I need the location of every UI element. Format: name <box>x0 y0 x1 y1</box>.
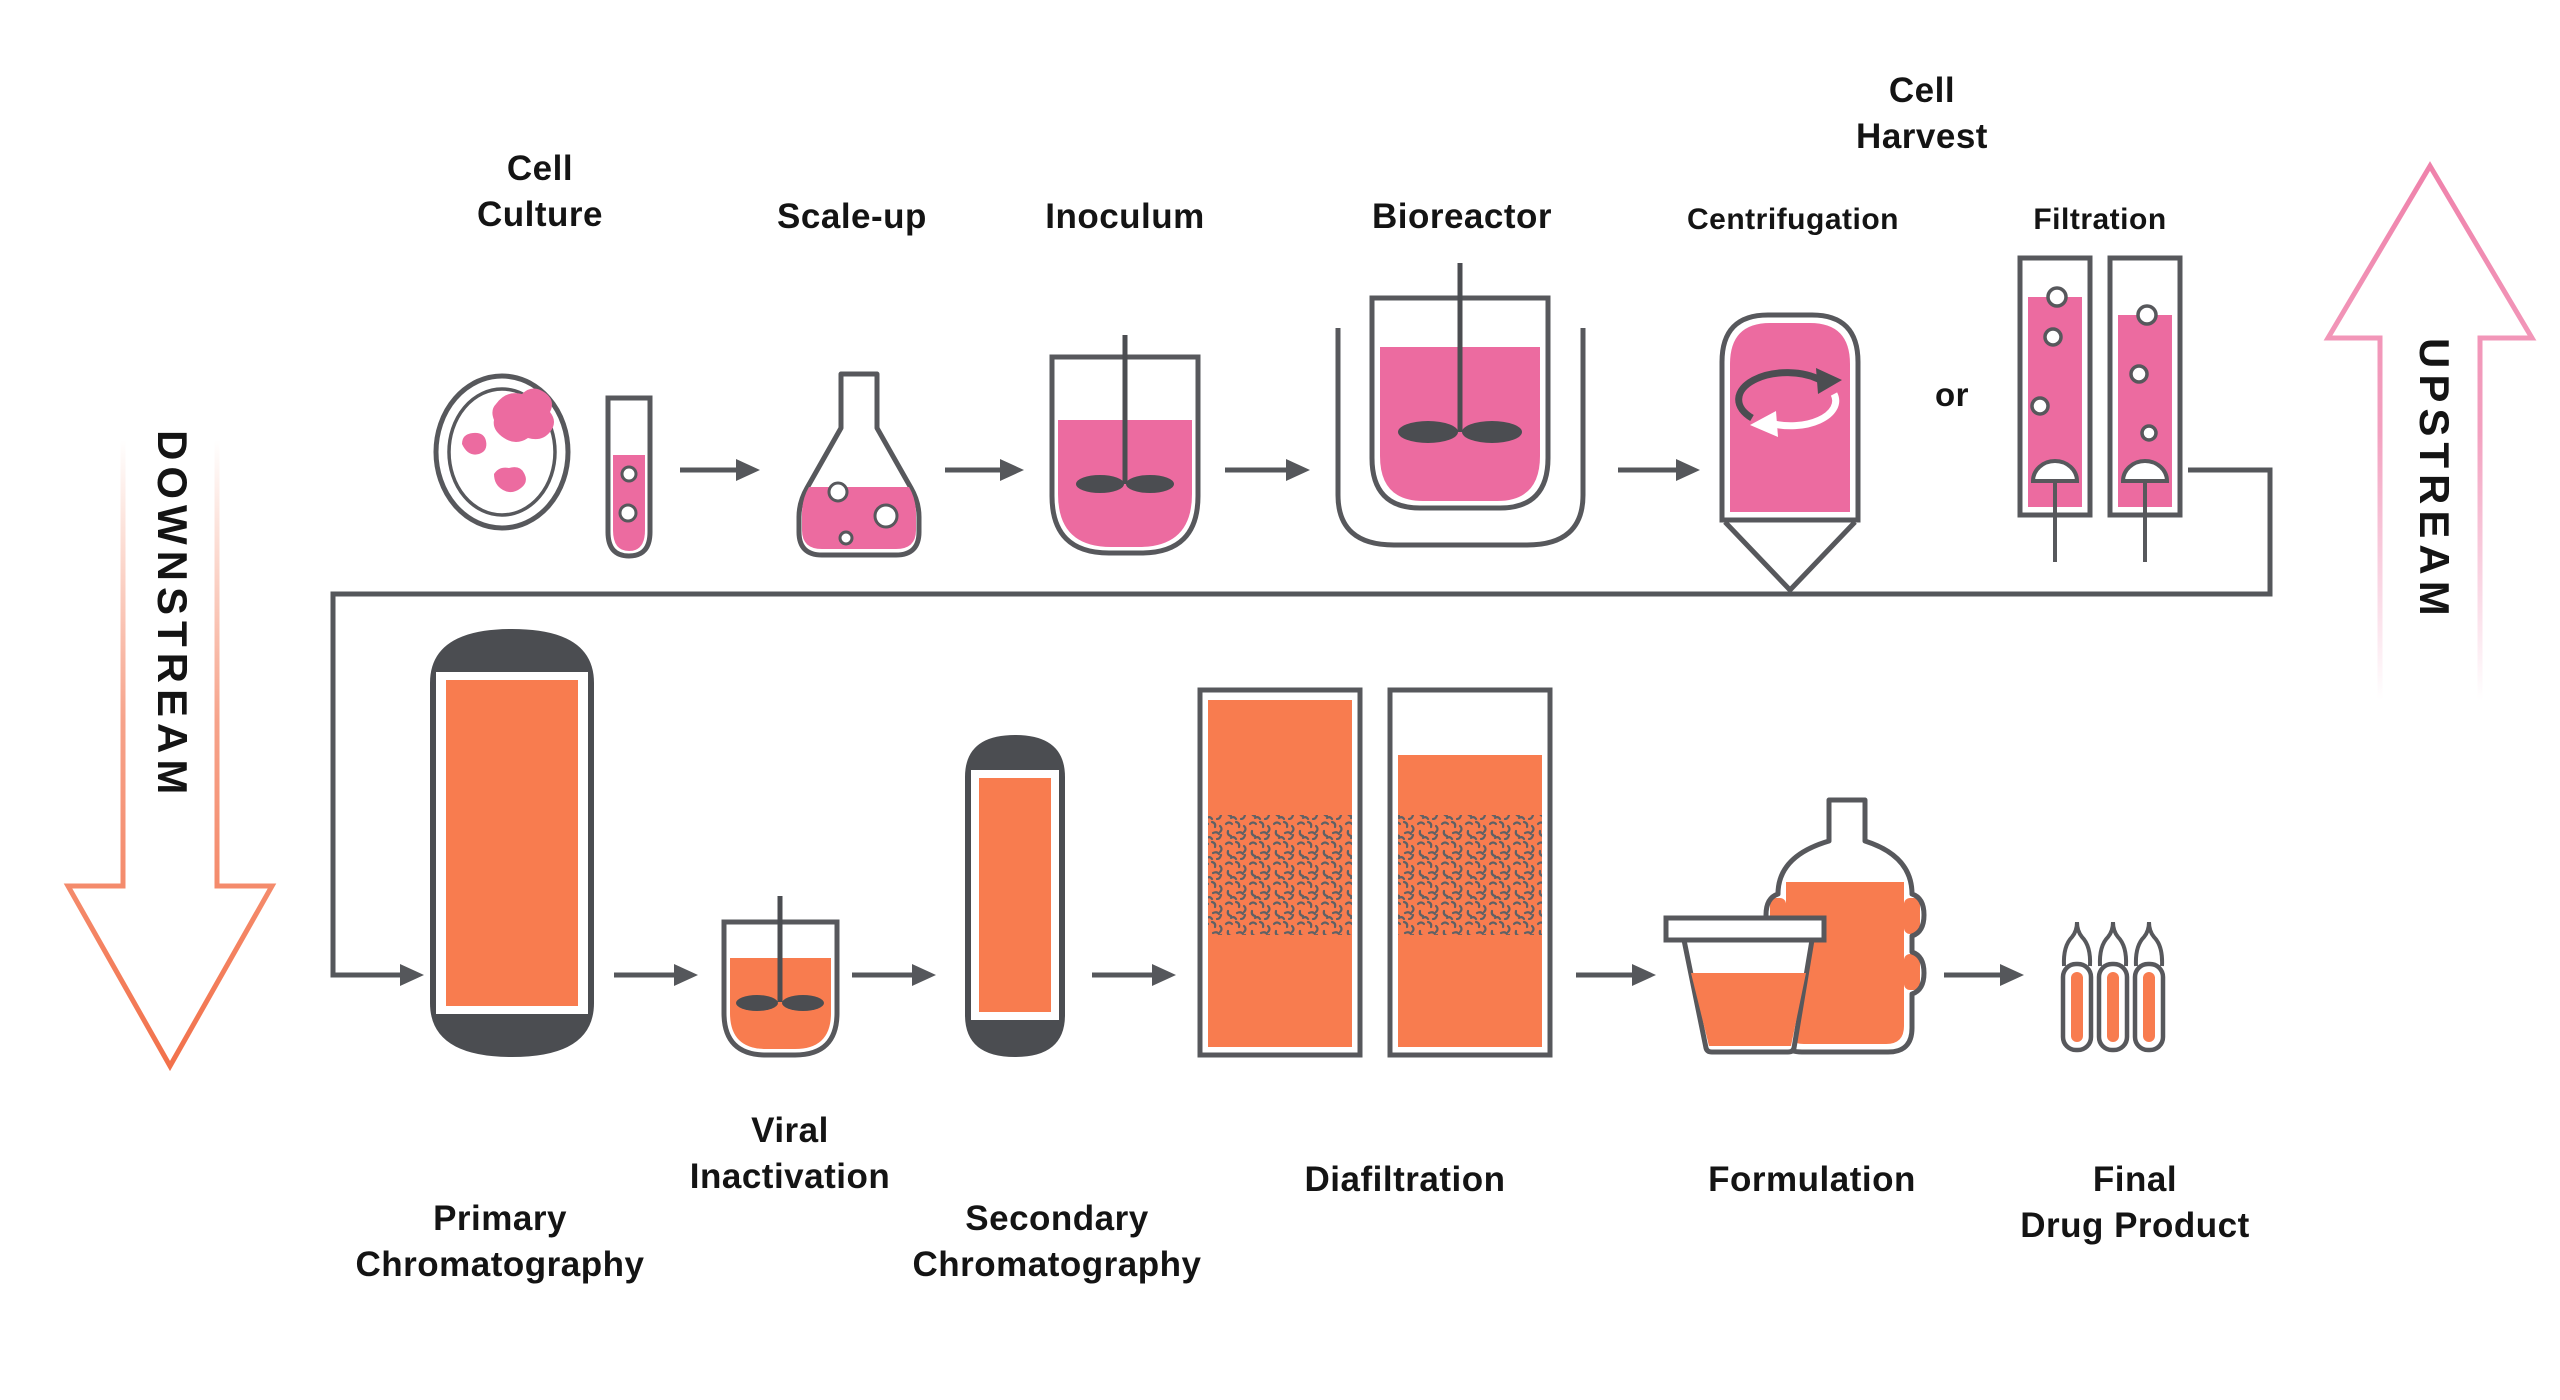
step-label-inoculum: Inoculum <box>1045 197 1205 236</box>
erlenmeyer-flask-icon <box>796 371 922 558</box>
step-label-bioreactor: Bioreactor <box>1371 197 1553 236</box>
tube-liquid <box>613 455 645 551</box>
cell-colonies <box>462 388 554 493</box>
secondary-chromatography-column-icon <box>965 735 1065 1057</box>
step-label-secondary-chromatography: Secondary Chromatography <box>912 1199 1202 1284</box>
flask-liquid <box>802 487 916 549</box>
petri-dish-icon <box>433 373 571 531</box>
diafiltration-column <box>1387 687 1553 1058</box>
filter-column <box>2017 255 2093 562</box>
ampoule <box>2132 921 2166 1053</box>
impeller-blade <box>1398 421 1458 443</box>
bubble <box>838 530 854 546</box>
filter-columns-icon <box>2017 255 2183 562</box>
impeller-blade <box>782 995 824 1011</box>
resin-bed <box>446 680 578 1006</box>
formulation-icon <box>1663 797 1927 1055</box>
funnel <box>1723 520 1857 593</box>
test-tube-icon <box>605 395 653 559</box>
step-label-viral-inactivation: Viral Inactivation <box>689 1111 891 1196</box>
filter-column <box>2107 255 2183 562</box>
downstream-flow-arrowheads <box>674 964 2024 986</box>
bioreactor-icon <box>1335 263 1586 548</box>
downstream-direction-arrow-icon <box>63 440 277 1072</box>
centrifuge-icon <box>1719 312 1861 593</box>
ampoule-liquid <box>2071 972 2083 1042</box>
vessel-liquid <box>730 958 831 1049</box>
impeller-blade <box>736 995 778 1011</box>
connector-arrowhead-icon <box>400 964 424 986</box>
diafiltration-column <box>1197 687 1363 1058</box>
impeller-blade <box>1126 475 1174 493</box>
viral-inactivation-vessel-icon <box>721 896 840 1058</box>
step-label-scale-up: Scale-up <box>777 197 927 236</box>
upstream-direction-label: UPSTREAM <box>2411 338 2458 622</box>
step-label-filtration: Filtration <box>2033 203 2167 236</box>
formulation-container <box>1663 915 1827 1055</box>
group-label-cell-harvest: Cell Harvest <box>1856 71 1988 156</box>
rotation-arrow-dark <box>1735 369 1824 422</box>
ampoule <box>2060 921 2094 1053</box>
bubble <box>2129 364 2149 384</box>
primary-chromatography-column-icon <box>430 629 594 1057</box>
bubble <box>2043 327 2063 347</box>
step-label-formulation: Formulation <box>1708 1160 1916 1199</box>
impeller-blade <box>1462 421 1522 443</box>
filter-dome <box>2120 459 2170 483</box>
resin-bed <box>979 778 1051 1012</box>
step-label-centrifugation: Centrifugation <box>1687 203 1899 236</box>
step-label-final-drug-product: Final Drug Product <box>2020 1160 2250 1245</box>
upstream-direction-arrow-icon <box>2323 161 2537 700</box>
membrane-band <box>1398 815 1542 935</box>
container-lid <box>1663 915 1827 943</box>
bubble <box>2046 286 2068 308</box>
upstream-flow-arrowheads <box>736 459 1700 481</box>
step-label-cell-culture: Cell Culture <box>477 149 603 234</box>
inoculum-beaker-icon <box>1049 335 1201 556</box>
filter-dome <box>2030 459 2080 483</box>
or-conjunction-label: or <box>1935 376 1969 413</box>
rotation-arrow-white <box>1769 392 1840 430</box>
diafiltration-columns-icon <box>1197 687 1553 1058</box>
bubble <box>827 481 849 503</box>
step-label-primary-chromatography: Primary Chromatography <box>355 1199 645 1284</box>
bubble <box>620 465 638 483</box>
bubble <box>2140 424 2158 442</box>
bubble <box>2136 304 2158 326</box>
ampoules-icon <box>2060 921 2166 1053</box>
harvest-to-downstream-connector <box>330 467 2273 978</box>
impeller-blade <box>1076 475 1124 493</box>
ampoule <box>2096 921 2130 1053</box>
bubble <box>2030 396 2050 416</box>
membrane-band <box>1208 815 1352 935</box>
ampoule-liquid <box>2143 972 2155 1042</box>
ampoule-liquid <box>2107 972 2119 1042</box>
container-liquid <box>1691 973 1806 1046</box>
bubble <box>618 503 638 523</box>
step-label-diafiltration: Diafiltration <box>1304 1160 1506 1199</box>
downstream-direction-label: DOWNSTREAM <box>149 430 196 801</box>
bubble <box>873 503 899 529</box>
